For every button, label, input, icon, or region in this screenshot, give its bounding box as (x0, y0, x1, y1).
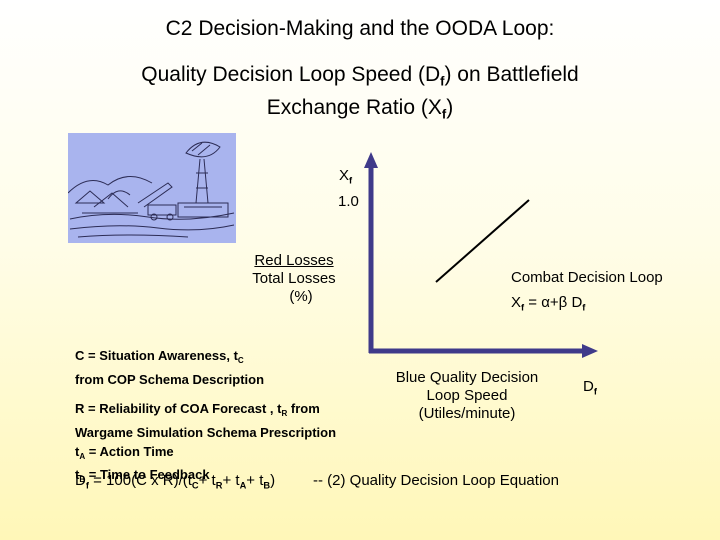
equation-caption: -- (2) Quality Decision Loop Equation (313, 472, 559, 489)
definition-ta: tA = Action Time (75, 443, 174, 461)
title-line-2: Quality Decision Loop Speed (Df) on Batt… (141, 63, 579, 89)
definition-r: R = Reliability of COA Forecast , tR fro… (75, 400, 320, 418)
definitions-block: C = Situation Awareness, tC from COP Sch… (75, 346, 375, 489)
x-axis-symbol: Df (583, 378, 597, 397)
y-axis-arrowhead (364, 152, 378, 168)
curve-equation: Xf = α+β Df (511, 294, 586, 313)
decision-loop-equation: Df = 100(C x R)/(tC+ tR+ tA+ tB) (75, 472, 276, 491)
decision-loop-line (435, 199, 530, 283)
definition-c-line2: from COP Schema Description (75, 371, 265, 387)
definition-r-line2: Wargame Simulation Schema Prescription (75, 424, 337, 440)
x-axis-arrowhead (582, 344, 598, 358)
y-axis-label: Red Losses Total Losses (%) (252, 252, 336, 305)
y-axis-symbol: Xf (339, 167, 353, 186)
curve-label: Combat Decision Loop (511, 269, 663, 286)
definition-tb: tB = Time to Feedback (75, 467, 210, 485)
title-subtitle: Quality Decision Loop Speed (Df) on Batt… (0, 62, 720, 127)
y-axis-max-tick: 1.0 (338, 193, 359, 210)
x-axis-label: Blue Quality Decision Loop Speed (Utiles… (395, 369, 539, 422)
title-line-3: Exchange Ratio (Xf) (266, 95, 454, 122)
title-line-1: C2 Decision-Making and the OODA Loop: (165, 17, 555, 40)
radar-sketch-image (68, 133, 236, 243)
definition-c: C = Situation Awareness, tC (75, 348, 244, 365)
